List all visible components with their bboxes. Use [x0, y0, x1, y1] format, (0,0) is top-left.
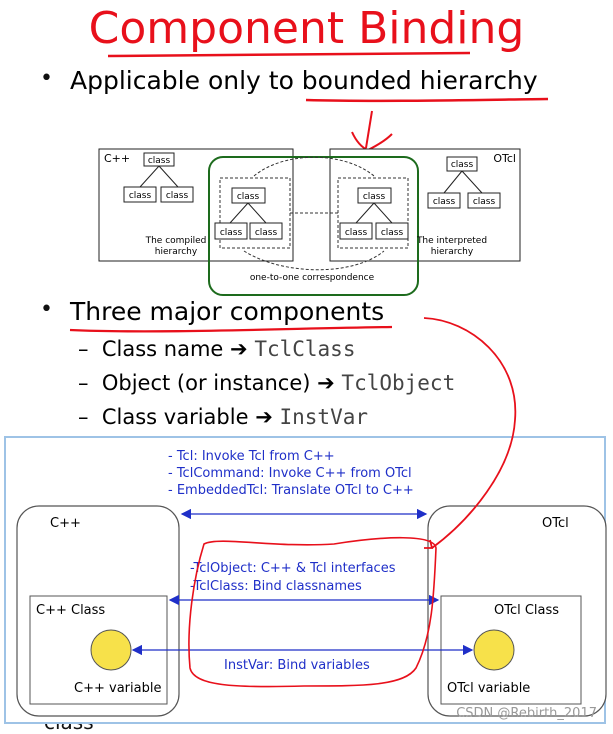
- svg-text:class: class: [451, 160, 474, 170]
- svg-text:class: class: [220, 228, 243, 238]
- cpp-class-label: C++ Class: [36, 603, 105, 618]
- sub-item-label: Object (or instance): [101, 371, 311, 395]
- sub-item-code: TclObject: [341, 371, 456, 395]
- cpp-variable-circle: [90, 629, 132, 671]
- slide-title: Component Binding: [88, 3, 525, 54]
- svg-text:class: class: [345, 228, 368, 238]
- compiled-label-1: The compiled: [145, 236, 207, 246]
- sub-item-code: InstVar: [279, 405, 369, 429]
- interpreted-label-1: The interpreted: [416, 236, 487, 246]
- otcl-variable-label: OTcl variable: [447, 681, 530, 696]
- cpp-title: C++: [50, 516, 81, 531]
- arrow-icon: ➔: [317, 371, 335, 395]
- mid-note-1: -TclObject: C++ & Tcl interfaces: [190, 561, 396, 576]
- hierarchy-figure-detail: C++ OTcl class class class class class c…: [98, 148, 521, 296]
- sub-item-class-name: – Class name ➔ TclClass: [78, 337, 356, 361]
- cpp-variable-label: C++ variable: [74, 681, 161, 696]
- compiled-label-2: hierarchy: [155, 247, 198, 257]
- svg-text:class: class: [166, 191, 189, 201]
- interpreted-label-2: hierarchy: [431, 247, 474, 257]
- bullet-dot-2: •: [40, 297, 53, 322]
- sub-item-object: – Object (or instance) ➔ TclObject: [78, 371, 456, 395]
- cpp-label: C++: [104, 152, 130, 165]
- red-annotation-loop: [188, 536, 437, 688]
- svg-text:class: class: [433, 197, 456, 207]
- watermark: CSDN @Rebirth_2017: [456, 706, 597, 721]
- bullet-2-text: Three major components: [70, 297, 385, 326]
- svg-text:class: class: [363, 192, 386, 202]
- svg-text:class: class: [129, 191, 152, 201]
- top-note-2: - TclCommand: Invoke C++ from OTcl: [168, 466, 412, 481]
- node-label: class: [148, 156, 171, 166]
- otcl-variable-circle: [473, 629, 515, 671]
- sub-item-code: TclClass: [254, 337, 356, 361]
- otcl-class-label: OTcl Class: [494, 603, 559, 618]
- correspondence-highlight: [208, 156, 419, 296]
- binding-diagram: - Tcl: Invoke Tcl from C++ - TclCommand:…: [4, 436, 607, 724]
- sub-item-class-variable: – Class variable ➔ InstVar: [78, 405, 369, 429]
- svg-text:class: class: [473, 197, 496, 207]
- instvar-note: InstVar: Bind variables: [224, 658, 370, 673]
- otcl-label: OTcl: [493, 152, 516, 165]
- top-note-3: - EmbeddedTcl: Translate OTcl to C++: [168, 483, 414, 498]
- arrow-icon: ➔: [255, 405, 273, 429]
- otcl-title: OTcl: [542, 516, 569, 531]
- sub-item-label: Class name: [101, 337, 224, 361]
- sub-item-label: Class variable: [101, 405, 249, 429]
- mid-note-2: -TclClass: Bind classnames: [190, 579, 362, 594]
- correspondence-label: one-to-one correspondence: [250, 273, 375, 283]
- arrow-icon: ➔: [230, 337, 248, 361]
- bullet-1-text: Applicable only to bounded hierarchy: [70, 66, 538, 95]
- svg-text:class: class: [255, 228, 278, 238]
- svg-text:class: class: [381, 228, 404, 238]
- top-note-1: - Tcl: Invoke Tcl from C++: [168, 449, 335, 464]
- svg-text:class: class: [237, 192, 260, 202]
- bullet-dot-1: •: [40, 66, 53, 91]
